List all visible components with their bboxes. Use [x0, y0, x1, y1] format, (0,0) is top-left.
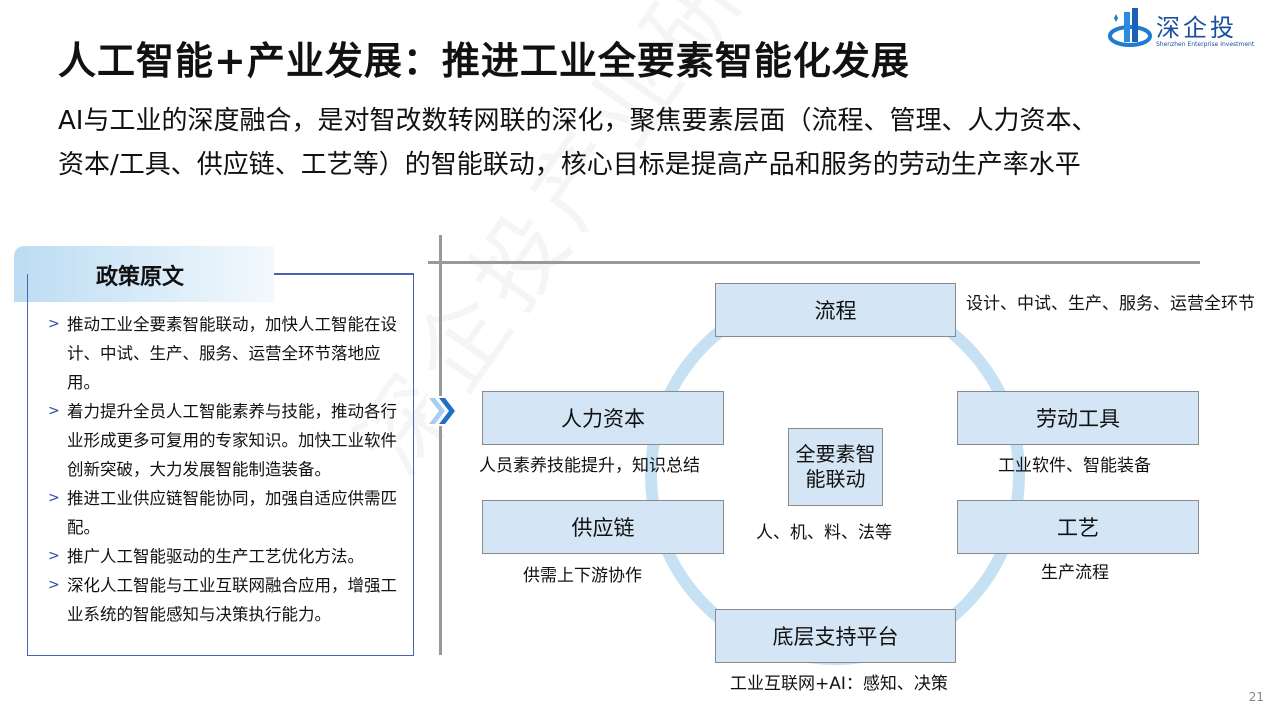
node-platform: 底层支持平台 [715, 609, 956, 663]
logo-mark-icon [1108, 8, 1152, 47]
policy-item: 推广人工智能驱动的生产工艺优化方法。 [48, 542, 398, 571]
divider-horizontal [428, 261, 1200, 264]
chevron-right-icon [426, 396, 458, 426]
policy-list: 推动工业全要素智能联动，加快人工智能在设计、中试、生产、服务、运营全环节落地应用… [48, 310, 398, 629]
caption-supply-chain: 供需上下游协作 [523, 566, 642, 586]
node-process: 流程 [715, 283, 956, 337]
caption-human-capital: 人员素养技能提升，知识总结 [479, 456, 700, 476]
company-logo: 深企投 Shenzhen Enterprise Investment [1108, 6, 1254, 52]
policy-item: 推进工业供应链智能协同，加强自适应供需匹配。 [48, 484, 398, 542]
node-human-capital: 人力资本 [482, 391, 724, 445]
divider [274, 273, 414, 275]
caption-process: 设计、中试、生产、服务、运营全环节 [966, 294, 1255, 314]
caption-center: 人、机、料、法等 [756, 523, 892, 543]
divider-vertical [439, 235, 442, 655]
subtitle-line-2: 资本/工具、供应链、工艺等）的智能联动，核心目标是提高产品和服务的劳动生产率水平 [58, 150, 1081, 180]
node-craft: 工艺 [957, 500, 1199, 554]
policy-heading: 政策原文 [96, 265, 185, 290]
subtitle-line-1: AI与工业的深度融合，是对智改数转网联的深化，聚焦要素层面（流程、管理、人力资本… [58, 106, 1098, 136]
node-supply-chain: 供应链 [482, 500, 724, 554]
logo-name: 深企投 [1156, 14, 1237, 42]
logo-subtitle: Shenzhen Enterprise Investment [1156, 41, 1255, 48]
policy-box [27, 274, 414, 656]
caption-platform: 工业互联网+AI：感知、决策 [730, 674, 948, 694]
policy-header: 政策原文 [14, 246, 274, 302]
page-title: 人工智能+产业发展：推进工业全要素智能化发展 [58, 39, 910, 83]
node-center: 全要素智能联动 [788, 428, 883, 506]
page-number: 21 [1248, 690, 1264, 704]
policy-item: 深化人工智能与工业互联网融合应用，增强工业系统的智能感知与决策执行能力。 [48, 571, 398, 629]
policy-item: 着力提升全员人工智能素养与技能，推动各行业形成更多可复用的专家知识。加快工业软件… [48, 397, 398, 484]
policy-item: 推动工业全要素智能联动，加快人工智能在设计、中试、生产、服务、运营全环节落地应用… [48, 310, 398, 397]
caption-labor-tools: 工业软件、智能装备 [998, 456, 1151, 476]
node-labor-tools: 劳动工具 [957, 391, 1199, 445]
caption-craft: 生产流程 [1041, 563, 1109, 583]
